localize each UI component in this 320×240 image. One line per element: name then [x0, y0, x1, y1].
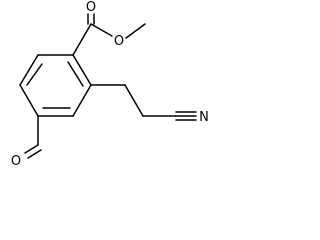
ring-bond-bottom-left	[19, 84, 39, 117]
aldehyde-oxygen-label: O	[11, 154, 21, 169]
aldehyde-double-bond-1	[24, 144, 39, 154]
ring-double-bond-left	[26, 63, 43, 86]
aldehyde-double-bond-2	[27, 149, 42, 159]
bond-ch2-to-ch2	[124, 84, 144, 117]
ester-carbonyl-oxygen-label: O	[86, 0, 96, 15]
ring-bond-top-left	[19, 54, 39, 86]
ring-double-bond-right	[67, 61, 84, 87]
ring-bond-top-right	[72, 54, 92, 86]
bond-ester-carbon-to-oxygen	[90, 23, 113, 37]
bond-ring-to-ester-carbon	[72, 23, 92, 56]
ring-bond-bottom-right	[72, 84, 92, 117]
bond-oxygen-to-methyl	[125, 23, 146, 39]
chemical-structure: O O O N	[11, 0, 209, 169]
ester-ether-oxygen-label: O	[114, 34, 124, 49]
nitrile-nitrogen-label: N	[199, 110, 209, 125]
